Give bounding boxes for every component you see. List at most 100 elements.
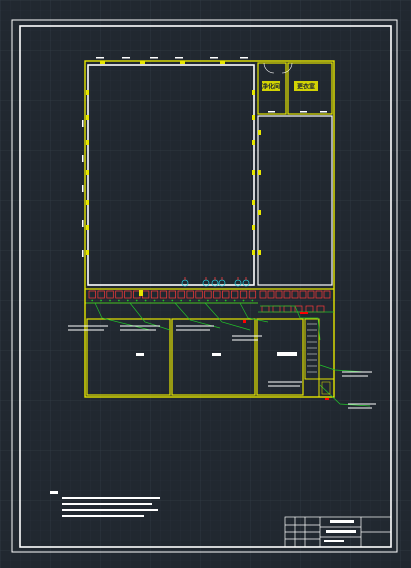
equipment-block bbox=[124, 290, 132, 299]
column-marker bbox=[252, 200, 255, 205]
outer-wall bbox=[84, 60, 335, 398]
equipment-block bbox=[259, 290, 267, 299]
dimension-tick bbox=[82, 250, 84, 257]
equipment-block bbox=[291, 290, 299, 299]
equipment-block bbox=[195, 290, 203, 299]
column-marker bbox=[86, 200, 89, 205]
equipment-block bbox=[283, 290, 291, 299]
equipment-node bbox=[207, 299, 209, 302]
equipment-node bbox=[215, 299, 218, 302]
inner-frame bbox=[19, 25, 392, 548]
equipment-block bbox=[267, 290, 275, 299]
equipment-node bbox=[233, 299, 236, 302]
dimension-tick bbox=[320, 111, 327, 113]
accent-marks bbox=[243, 312, 329, 400]
equipment-block bbox=[159, 290, 168, 299]
equipment-node bbox=[171, 299, 174, 302]
room-tags bbox=[136, 352, 297, 356]
equipment-block bbox=[186, 290, 194, 299]
room-b-label: 更衣室 bbox=[297, 83, 315, 91]
column-marker bbox=[252, 250, 255, 255]
room-a-label-plate bbox=[262, 81, 280, 91]
equipment-node bbox=[251, 299, 254, 302]
lower-room-1 bbox=[86, 318, 171, 396]
equipment-block bbox=[299, 290, 307, 299]
column-marker bbox=[220, 61, 225, 64]
outer-frame bbox=[11, 19, 398, 553]
column-marker bbox=[139, 290, 143, 296]
column-marker bbox=[252, 140, 255, 145]
equipment-block bbox=[177, 290, 185, 299]
equipment-node bbox=[180, 299, 183, 302]
equipment-node bbox=[162, 299, 165, 302]
stair-landing bbox=[318, 378, 335, 398]
dimension-tick bbox=[210, 57, 218, 59]
dimension-tick bbox=[96, 57, 104, 59]
equipment-node bbox=[189, 299, 192, 302]
lower-room-2 bbox=[171, 318, 256, 396]
equipment-block bbox=[323, 290, 331, 299]
dimension-tick bbox=[82, 185, 84, 192]
door-swing-icon bbox=[263, 62, 275, 74]
equipment-block bbox=[97, 290, 105, 299]
column-marker bbox=[86, 170, 89, 175]
column-marker bbox=[180, 61, 185, 64]
column-marker bbox=[86, 250, 89, 255]
equipment-block bbox=[231, 290, 239, 299]
dimension-tick bbox=[268, 111, 275, 113]
equipment-block bbox=[204, 290, 212, 299]
column-marker bbox=[258, 170, 261, 175]
column-marker bbox=[86, 115, 89, 120]
equipment-node bbox=[144, 299, 147, 302]
equipment-node bbox=[153, 299, 156, 302]
stair-block bbox=[304, 318, 320, 380]
room-a-label: 净化间 bbox=[262, 83, 280, 91]
equipment-block bbox=[115, 290, 123, 299]
equipment-block bbox=[248, 290, 257, 299]
dimension-tick bbox=[240, 57, 248, 59]
column-marker bbox=[140, 61, 145, 64]
column-marker bbox=[258, 210, 261, 215]
column-marker bbox=[258, 130, 261, 135]
equipment-node bbox=[126, 299, 129, 302]
equipment-node bbox=[100, 299, 102, 302]
valve-group bbox=[181, 277, 250, 287]
column-marker bbox=[86, 140, 89, 145]
column-markers bbox=[86, 61, 261, 255]
stair-icon bbox=[307, 323, 331, 395]
equipment-block bbox=[150, 290, 159, 299]
dimension-ticks bbox=[82, 57, 327, 257]
lower-room-3 bbox=[256, 318, 304, 396]
column-marker bbox=[252, 225, 255, 230]
equipment-node bbox=[224, 299, 227, 302]
equipment-node bbox=[118, 299, 120, 302]
column-marker bbox=[100, 61, 105, 64]
equipment-node bbox=[198, 299, 200, 302]
notes-block bbox=[50, 491, 160, 517]
equipment-block bbox=[213, 290, 221, 299]
dimension-tick bbox=[150, 57, 158, 59]
dimension-tick bbox=[82, 120, 84, 127]
dimension-tick bbox=[300, 111, 307, 113]
annotations bbox=[68, 325, 376, 409]
right-room-wall bbox=[257, 115, 333, 286]
equipment-node bbox=[109, 299, 111, 302]
room-a-wall bbox=[257, 62, 287, 115]
column-marker bbox=[252, 90, 255, 95]
column-marker bbox=[86, 90, 89, 95]
room-b-wall bbox=[287, 62, 333, 115]
pipe-network bbox=[86, 302, 371, 407]
equipment-block bbox=[88, 290, 96, 299]
door-swing-icon bbox=[281, 62, 293, 74]
column-marker bbox=[258, 250, 261, 255]
equipment-node bbox=[135, 299, 138, 302]
equipment-row bbox=[88, 290, 331, 313]
column-marker bbox=[252, 115, 255, 120]
dimension-tick bbox=[82, 155, 84, 162]
dimension-tick bbox=[122, 57, 130, 59]
equipment-node bbox=[242, 299, 245, 302]
title-block bbox=[284, 516, 392, 548]
